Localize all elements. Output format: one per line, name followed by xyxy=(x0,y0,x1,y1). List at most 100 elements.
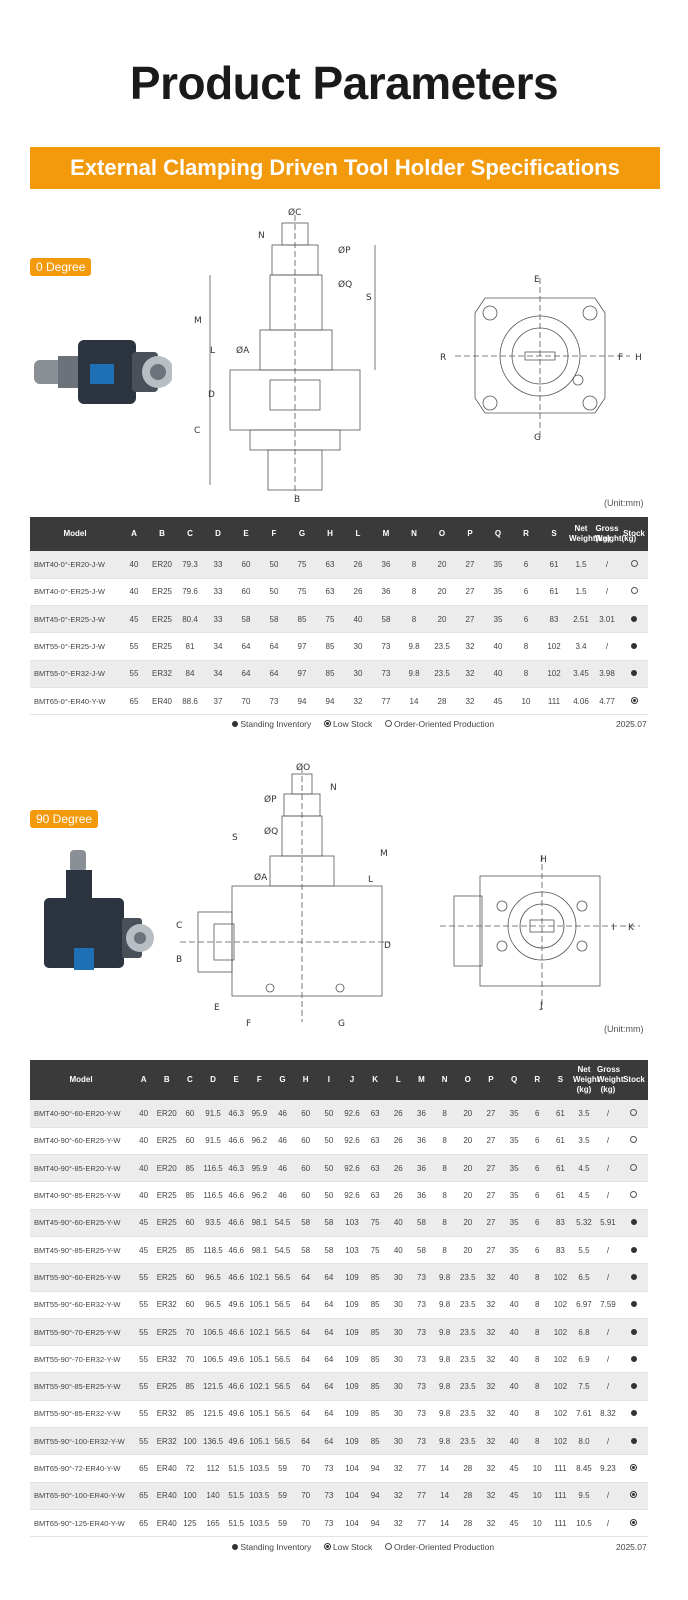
value-cell: 40 xyxy=(502,1345,526,1374)
value-cell: 51.5 xyxy=(224,1482,248,1510)
value-cell: 61 xyxy=(548,1127,572,1156)
value-cell: 75 xyxy=(288,551,316,579)
value-cell: 45 xyxy=(132,1209,156,1237)
value-cell: 30 xyxy=(386,1263,410,1292)
value-cell: 73 xyxy=(317,1454,341,1483)
value-cell: 32 xyxy=(456,687,484,716)
value-cell: 85 xyxy=(178,1154,202,1183)
value-cell: 27 xyxy=(456,551,484,579)
column-header: Stock xyxy=(619,1060,648,1100)
column-header: Gross Weight(kg) xyxy=(594,517,636,551)
column-header: G xyxy=(288,517,316,551)
value-cell: 77 xyxy=(372,687,400,716)
value-cell: 20 xyxy=(456,1100,480,1128)
value-cell: ER40 xyxy=(155,1509,179,1538)
value-cell: 81 xyxy=(176,632,204,661)
stock-status-icon xyxy=(620,578,648,607)
value-cell: 9.8 xyxy=(400,660,428,688)
value-cell: 45 xyxy=(132,1236,156,1265)
column-header: Gross Weight (kg) xyxy=(595,1060,623,1100)
dim-label-oa: ØA xyxy=(236,345,250,356)
stock-status-icon xyxy=(619,1263,648,1292)
filled-dot-icon xyxy=(631,615,637,622)
value-cell: 121.5 xyxy=(201,1400,225,1429)
value-cell: 45 xyxy=(120,605,148,634)
value-cell: 40 xyxy=(502,1400,526,1429)
value-cell: ER40 xyxy=(148,687,176,716)
value-cell: 45 xyxy=(502,1482,526,1510)
model-cell: BMT65-90°-100-ER40-Y-W xyxy=(30,1482,132,1510)
value-cell: 8 xyxy=(433,1209,457,1237)
value-cell: 32 xyxy=(386,1482,410,1510)
hollow-dot-icon xyxy=(630,1136,638,1144)
value-cell: 6 xyxy=(512,578,540,607)
value-cell: 27 xyxy=(479,1154,503,1183)
value-cell: / xyxy=(595,1100,620,1128)
dim-label-r: R xyxy=(440,353,446,363)
legend-low-stock-2: Low Stock xyxy=(323,1542,372,1552)
value-cell: 32 xyxy=(344,687,372,716)
value-cell: 61 xyxy=(540,578,568,607)
value-cell: 60 xyxy=(294,1127,318,1156)
value-cell: 46 xyxy=(270,1181,295,1210)
value-cell: 77 xyxy=(409,1482,434,1510)
value-cell: 7.59 xyxy=(595,1291,620,1319)
value-cell: 36 xyxy=(372,551,400,579)
value-cell: 64 xyxy=(294,1427,318,1456)
value-cell: 55 xyxy=(132,1427,156,1456)
value-cell: 73 xyxy=(409,1400,434,1429)
value-cell: 26 xyxy=(386,1154,410,1183)
value-cell: ER20 xyxy=(155,1100,179,1128)
column-header: H xyxy=(294,1060,318,1100)
value-cell: 54.5 xyxy=(270,1236,295,1265)
stock-status-icon xyxy=(620,632,648,661)
value-cell: 70 xyxy=(178,1318,202,1347)
value-cell: 40 xyxy=(502,1263,526,1292)
value-cell: 6.9 xyxy=(571,1345,596,1374)
value-cell: 6 xyxy=(525,1100,549,1128)
dim-label-e90: E xyxy=(214,1003,220,1013)
model-cell: BMT40-90°-60-ER25-Y-W xyxy=(30,1127,132,1156)
column-header: D xyxy=(204,517,232,551)
value-cell: 92.6 xyxy=(340,1100,364,1128)
value-cell: 61 xyxy=(540,551,568,579)
value-cell: 9.8 xyxy=(433,1372,457,1401)
value-cell: 7.61 xyxy=(571,1400,596,1429)
value-cell: 35 xyxy=(502,1181,526,1210)
value-cell: 64 xyxy=(317,1263,341,1292)
value-cell: 98.1 xyxy=(247,1209,271,1237)
value-cell: 8 xyxy=(525,1345,549,1374)
spec-banner: External Clamping Driven Tool Holder Spe… xyxy=(30,147,660,189)
filled-dot-icon xyxy=(631,670,637,677)
value-cell: / xyxy=(595,1427,620,1456)
value-cell: ER32 xyxy=(155,1291,179,1319)
column-header: R xyxy=(525,1060,549,1100)
value-cell: 32 xyxy=(479,1263,503,1292)
dim-label-k90: K xyxy=(628,923,635,933)
value-cell: 103.5 xyxy=(247,1509,271,1538)
value-cell: 64 xyxy=(294,1400,318,1429)
value-cell: 8 xyxy=(525,1318,549,1347)
value-cell: ER25 xyxy=(148,605,176,634)
value-cell: 23.5 xyxy=(456,1372,480,1401)
value-cell: 96.5 xyxy=(201,1263,225,1292)
value-cell: 64 xyxy=(260,632,288,661)
product-photo-0-degree xyxy=(32,330,174,420)
value-cell: 33 xyxy=(204,605,232,634)
value-cell: 35 xyxy=(484,578,512,607)
value-cell: 23.5 xyxy=(456,1427,480,1456)
model-cell: BMT40-0°-ER20-J-W xyxy=(30,551,120,579)
value-cell: 85 xyxy=(288,605,316,634)
value-cell: 56.5 xyxy=(270,1400,295,1429)
value-cell: 105.1 xyxy=(247,1345,271,1374)
value-cell: 55 xyxy=(132,1263,156,1292)
value-cell: / xyxy=(595,1482,620,1510)
